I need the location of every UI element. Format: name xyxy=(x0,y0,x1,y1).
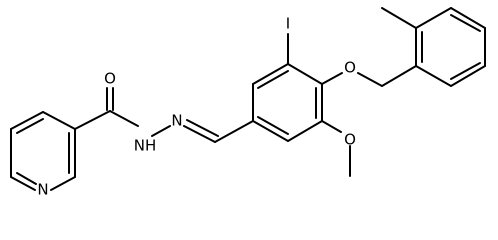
tolyl-bond xyxy=(415,65,452,87)
benzene-bond xyxy=(287,120,323,142)
tolyl-bond xyxy=(450,7,486,29)
bond-lines xyxy=(10,7,486,191)
pyridine-bond xyxy=(10,111,44,130)
methyl-bond xyxy=(381,7,417,29)
imine-to-ring-bond xyxy=(214,120,254,143)
imine-double-bond xyxy=(186,119,219,137)
imine-double-bond xyxy=(183,125,216,143)
imine-nitrogen-label: N xyxy=(171,112,182,130)
ch2-to-ring-bond xyxy=(381,65,417,87)
benzene-bond xyxy=(287,63,323,85)
n-n-bond xyxy=(151,125,171,137)
pyridine-bond-inner xyxy=(16,118,44,134)
ether-oxygen-label: O xyxy=(344,59,356,77)
carbonyl-to-nh-bond xyxy=(109,110,139,127)
chemical-structure: N O NH N I O O xyxy=(10,7,486,199)
pyridine-bond xyxy=(50,176,76,191)
ring-to-methoxy-oxygen-bond xyxy=(321,120,342,133)
pyridine-bond xyxy=(42,111,76,130)
benzene-bond xyxy=(252,120,289,142)
methoxy-oxygen-label: O xyxy=(344,131,356,149)
ether-oxygen-to-ch2-bond xyxy=(357,72,383,87)
tolyl-bond xyxy=(450,65,486,87)
pyridine-bond-inner xyxy=(16,172,37,185)
ring-to-carbonyl-bond xyxy=(74,110,111,130)
benzene-bond-inner xyxy=(257,70,289,89)
iodine-label: I xyxy=(286,15,290,33)
tolyl-bond-inner xyxy=(450,14,481,32)
ring-to-ether-oxygen-bond xyxy=(321,72,343,85)
tolyl-bond xyxy=(415,7,452,29)
atom-labels: N O NH N I O O xyxy=(37,15,356,199)
carbonyl-oxygen-label: O xyxy=(104,70,116,88)
benzene-bond xyxy=(252,63,289,85)
tolyl-bond-inner xyxy=(450,62,481,80)
benzene-bond-inner xyxy=(257,116,289,135)
pyridine-nitrogen-label: N xyxy=(37,181,48,199)
amide-nh-label: NH xyxy=(134,137,157,155)
pyridine-bond xyxy=(10,176,36,191)
